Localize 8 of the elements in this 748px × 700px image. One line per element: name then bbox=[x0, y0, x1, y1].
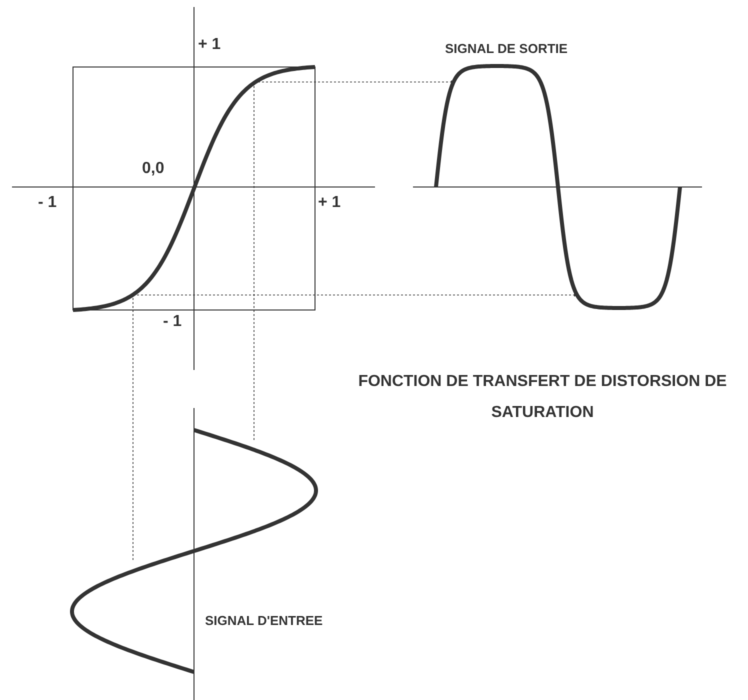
signal-label: SIGNAL D'ENTREE bbox=[205, 614, 323, 629]
diagram-title: FONCTION DE TRANSFERT DE DISTORSION DE SATURATION bbox=[357, 372, 728, 423]
axis-tick-label: + 1 bbox=[318, 194, 341, 212]
axis-tick-label: - 1 bbox=[38, 194, 57, 212]
origin-label: 0,0 bbox=[142, 160, 164, 178]
axis-tick-label: + 1 bbox=[198, 36, 221, 54]
signal-label: SIGNAL DE SORTIE bbox=[445, 42, 568, 57]
axis-tick-label: - 1 bbox=[163, 313, 182, 332]
